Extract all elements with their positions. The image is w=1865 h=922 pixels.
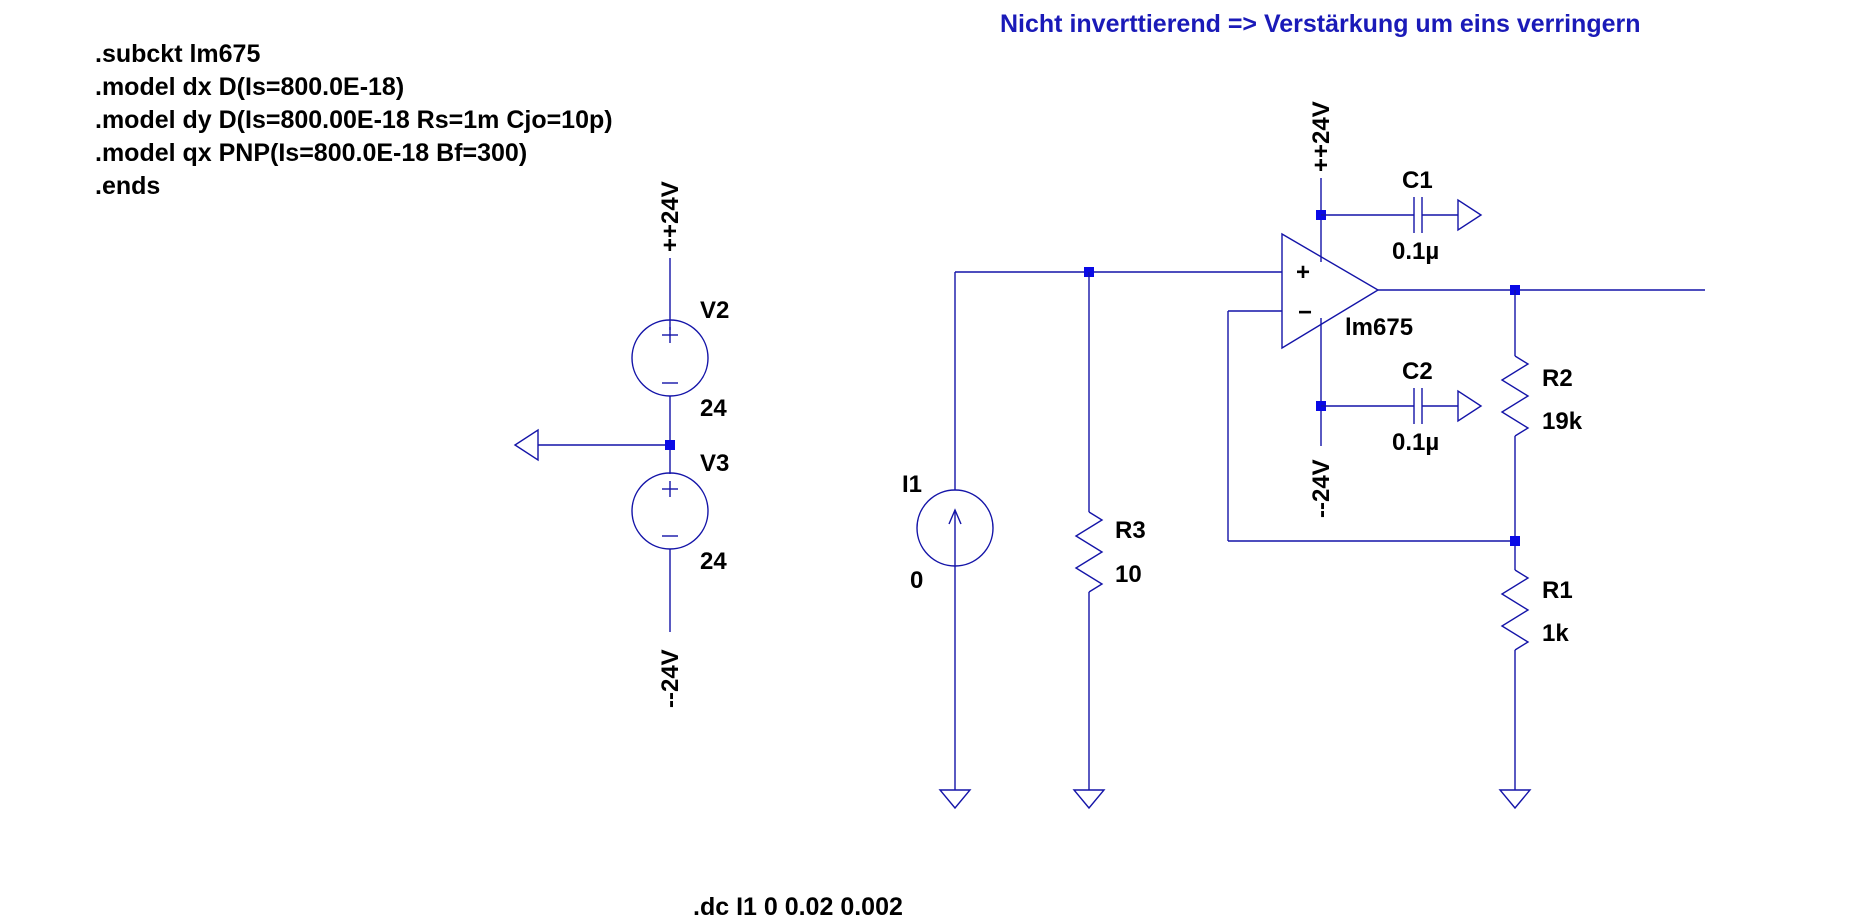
r1-name: R1 xyxy=(1542,577,1573,604)
resistor-r2[interactable] xyxy=(1500,355,1530,437)
i1-name: I1 xyxy=(902,471,922,498)
ground-symbol xyxy=(938,789,972,810)
opamp-triangle xyxy=(1281,232,1380,350)
r2-value[interactable]: 19k xyxy=(1542,408,1583,435)
dc-sweep-directive[interactable]: .dc I1 0 0.02 0.002 xyxy=(693,893,903,921)
c2-name: C2 xyxy=(1402,358,1433,385)
voltage-source-v2[interactable] xyxy=(631,319,709,397)
spice-line-2: .model dx D(Is=800.0E-18) xyxy=(95,73,404,101)
c1-name: C1 xyxy=(1402,167,1433,194)
spice-line-1: .subckt lm675 xyxy=(95,40,260,68)
r3-value[interactable]: 10 xyxy=(1115,561,1142,588)
capacitor-c2[interactable] xyxy=(1413,388,1423,424)
ground-symbol xyxy=(1498,789,1532,810)
opamp-neg-supply-label[interactable]: --24V xyxy=(1308,459,1335,518)
c1-value[interactable]: 0.1µ xyxy=(1392,238,1439,265)
r3-name: R3 xyxy=(1115,517,1146,544)
ground-symbol xyxy=(1457,389,1483,423)
spice-line-5: .ends xyxy=(95,172,160,200)
supply-section: ++24V V2 24 V3 24 --24V xyxy=(513,181,729,708)
resistor-r3[interactable] xyxy=(1074,511,1104,593)
ground-symbol xyxy=(1072,789,1106,810)
opamp-name: lm675 xyxy=(1345,314,1413,341)
c2-value[interactable]: 0.1µ xyxy=(1392,429,1439,456)
v3-name: V3 xyxy=(700,450,729,477)
opamp-plus-sign: + xyxy=(1296,259,1310,286)
wire-junction xyxy=(1510,536,1520,546)
schematic-note[interactable]: Nicht inverttierend => Verstärkung um ei… xyxy=(1000,10,1641,38)
voltage-source-v3[interactable] xyxy=(631,472,709,550)
ground-symbol xyxy=(513,428,539,462)
r1-value[interactable]: 1k xyxy=(1542,620,1569,647)
opamp-pos-supply-label[interactable]: ++24V xyxy=(1308,101,1335,172)
spice-line-3: .model dy D(Is=800.00E-18 Rs=1m Cjo=10p) xyxy=(95,106,613,134)
supply-neg-label[interactable]: --24V xyxy=(657,649,684,708)
supply-pos-label[interactable]: ++24V xyxy=(657,181,684,252)
spice-line-4: .model qx PNP(Is=800.0E-18 Bf=300) xyxy=(95,139,527,167)
ground-symbol xyxy=(1457,198,1483,232)
opamp-minus-sign: − xyxy=(1298,299,1312,326)
capacitor-c1[interactable] xyxy=(1413,197,1423,233)
spice-directive-block[interactable]: .subckt lm675 .model dx D(Is=800.0E-18) … xyxy=(95,40,613,200)
i1-value[interactable]: 0 xyxy=(910,567,923,594)
wire-junction xyxy=(665,440,675,450)
v3-value[interactable]: 24 xyxy=(700,548,727,575)
opamp-lm675[interactable]: + − xyxy=(1281,232,1380,350)
v2-value[interactable]: 24 xyxy=(700,395,727,422)
r2-name: R2 xyxy=(1542,365,1573,392)
resistor-r1[interactable] xyxy=(1500,569,1530,651)
amplifier-circuit: I1 0 R3 10 + − lm675 ++24V C1 0.1µ xyxy=(902,101,1705,810)
current-source-i1[interactable] xyxy=(916,489,994,567)
v2-name: V2 xyxy=(700,297,729,324)
arrow-up-icon xyxy=(948,508,962,525)
